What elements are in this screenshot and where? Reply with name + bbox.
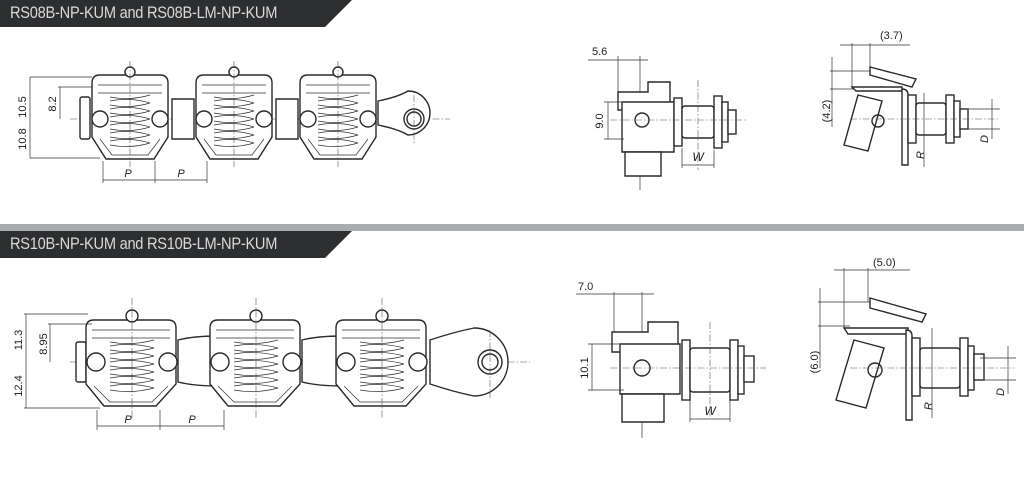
section-title: RS08B-NP-KUM and RS08B-LM-NP-KUM [10, 3, 278, 22]
dim-pin-to-top: 8.2 [47, 96, 59, 111]
section-title: RS10B-NP-KUM and RS10B-LM-NP-KUM [10, 234, 278, 253]
dim-pitch-2: P [177, 168, 185, 180]
chain-front-view-rs10b: 11.3 8.95 12.4 P P [13, 298, 530, 430]
header-banner-shape [0, 0, 352, 27]
dim-pitch-1: P [124, 168, 132, 180]
section-rs08b-drawings: 10.5 8.2 10.8 P P 5.6 9.0 W [0, 27, 1024, 222]
section-header-rs08b: RS08B-NP-KUM and RS08B-LM-NP-KUM [0, 0, 360, 27]
dim-height-top: 11.3 [13, 330, 25, 351]
dim-pitch-1: P [124, 414, 132, 426]
dim-height: (6.0) [809, 351, 821, 374]
spring-unit [91, 61, 169, 167]
dim-width: W [692, 150, 705, 164]
dim-offset: 7.0 [578, 281, 593, 293]
dim-roller: R [923, 402, 935, 410]
dim-diameter: D [979, 135, 991, 143]
spring-unit [195, 61, 273, 167]
dim-plate-height: 10.1 [579, 357, 591, 378]
chain-side-view-rs10b: 7.0 10.1 W [576, 281, 766, 438]
chain-side-view-rs08b: 5.6 9.0 W [588, 46, 748, 190]
spring-unit [299, 61, 377, 167]
dim-height-top: 10.5 [17, 96, 29, 117]
section-rs10b-drawings: 11.3 8.95 12.4 P P 7.0 10.1 W [0, 258, 1024, 458]
dim-height: (4.2) [821, 100, 833, 123]
dim-diameter: D [995, 388, 1007, 396]
dim-offset: 5.6 [592, 46, 607, 58]
chain-tilted-view-rs08b: (3.7) (4.2) R D [821, 30, 1000, 167]
dim-height-bottom: 10.8 [17, 128, 29, 149]
spring-unit [85, 298, 178, 418]
dim-pin-to-top: 8.95 [38, 333, 50, 354]
dim-width: W [704, 404, 717, 418]
header-banner-shape [0, 231, 352, 258]
spring-unit [209, 298, 302, 418]
dim-offset: (5.0) [873, 258, 896, 269]
dim-roller: R [915, 151, 927, 159]
section-separator [0, 224, 1024, 231]
dim-offset: (3.7) [880, 30, 903, 42]
chain-tilted-view-rs10b: (5.0) (6.0) R D [809, 258, 1016, 421]
section-header-rs10b: RS10B-NP-KUM and RS10B-LM-NP-KUM [0, 231, 360, 258]
chain-front-view-rs08b: 10.5 8.2 10.8 P P [17, 61, 450, 183]
dim-height-bottom: 12.4 [13, 375, 25, 396]
dim-plate-height: 9.0 [594, 113, 606, 128]
dim-pitch-2: P [188, 414, 196, 426]
spring-unit [335, 298, 428, 418]
